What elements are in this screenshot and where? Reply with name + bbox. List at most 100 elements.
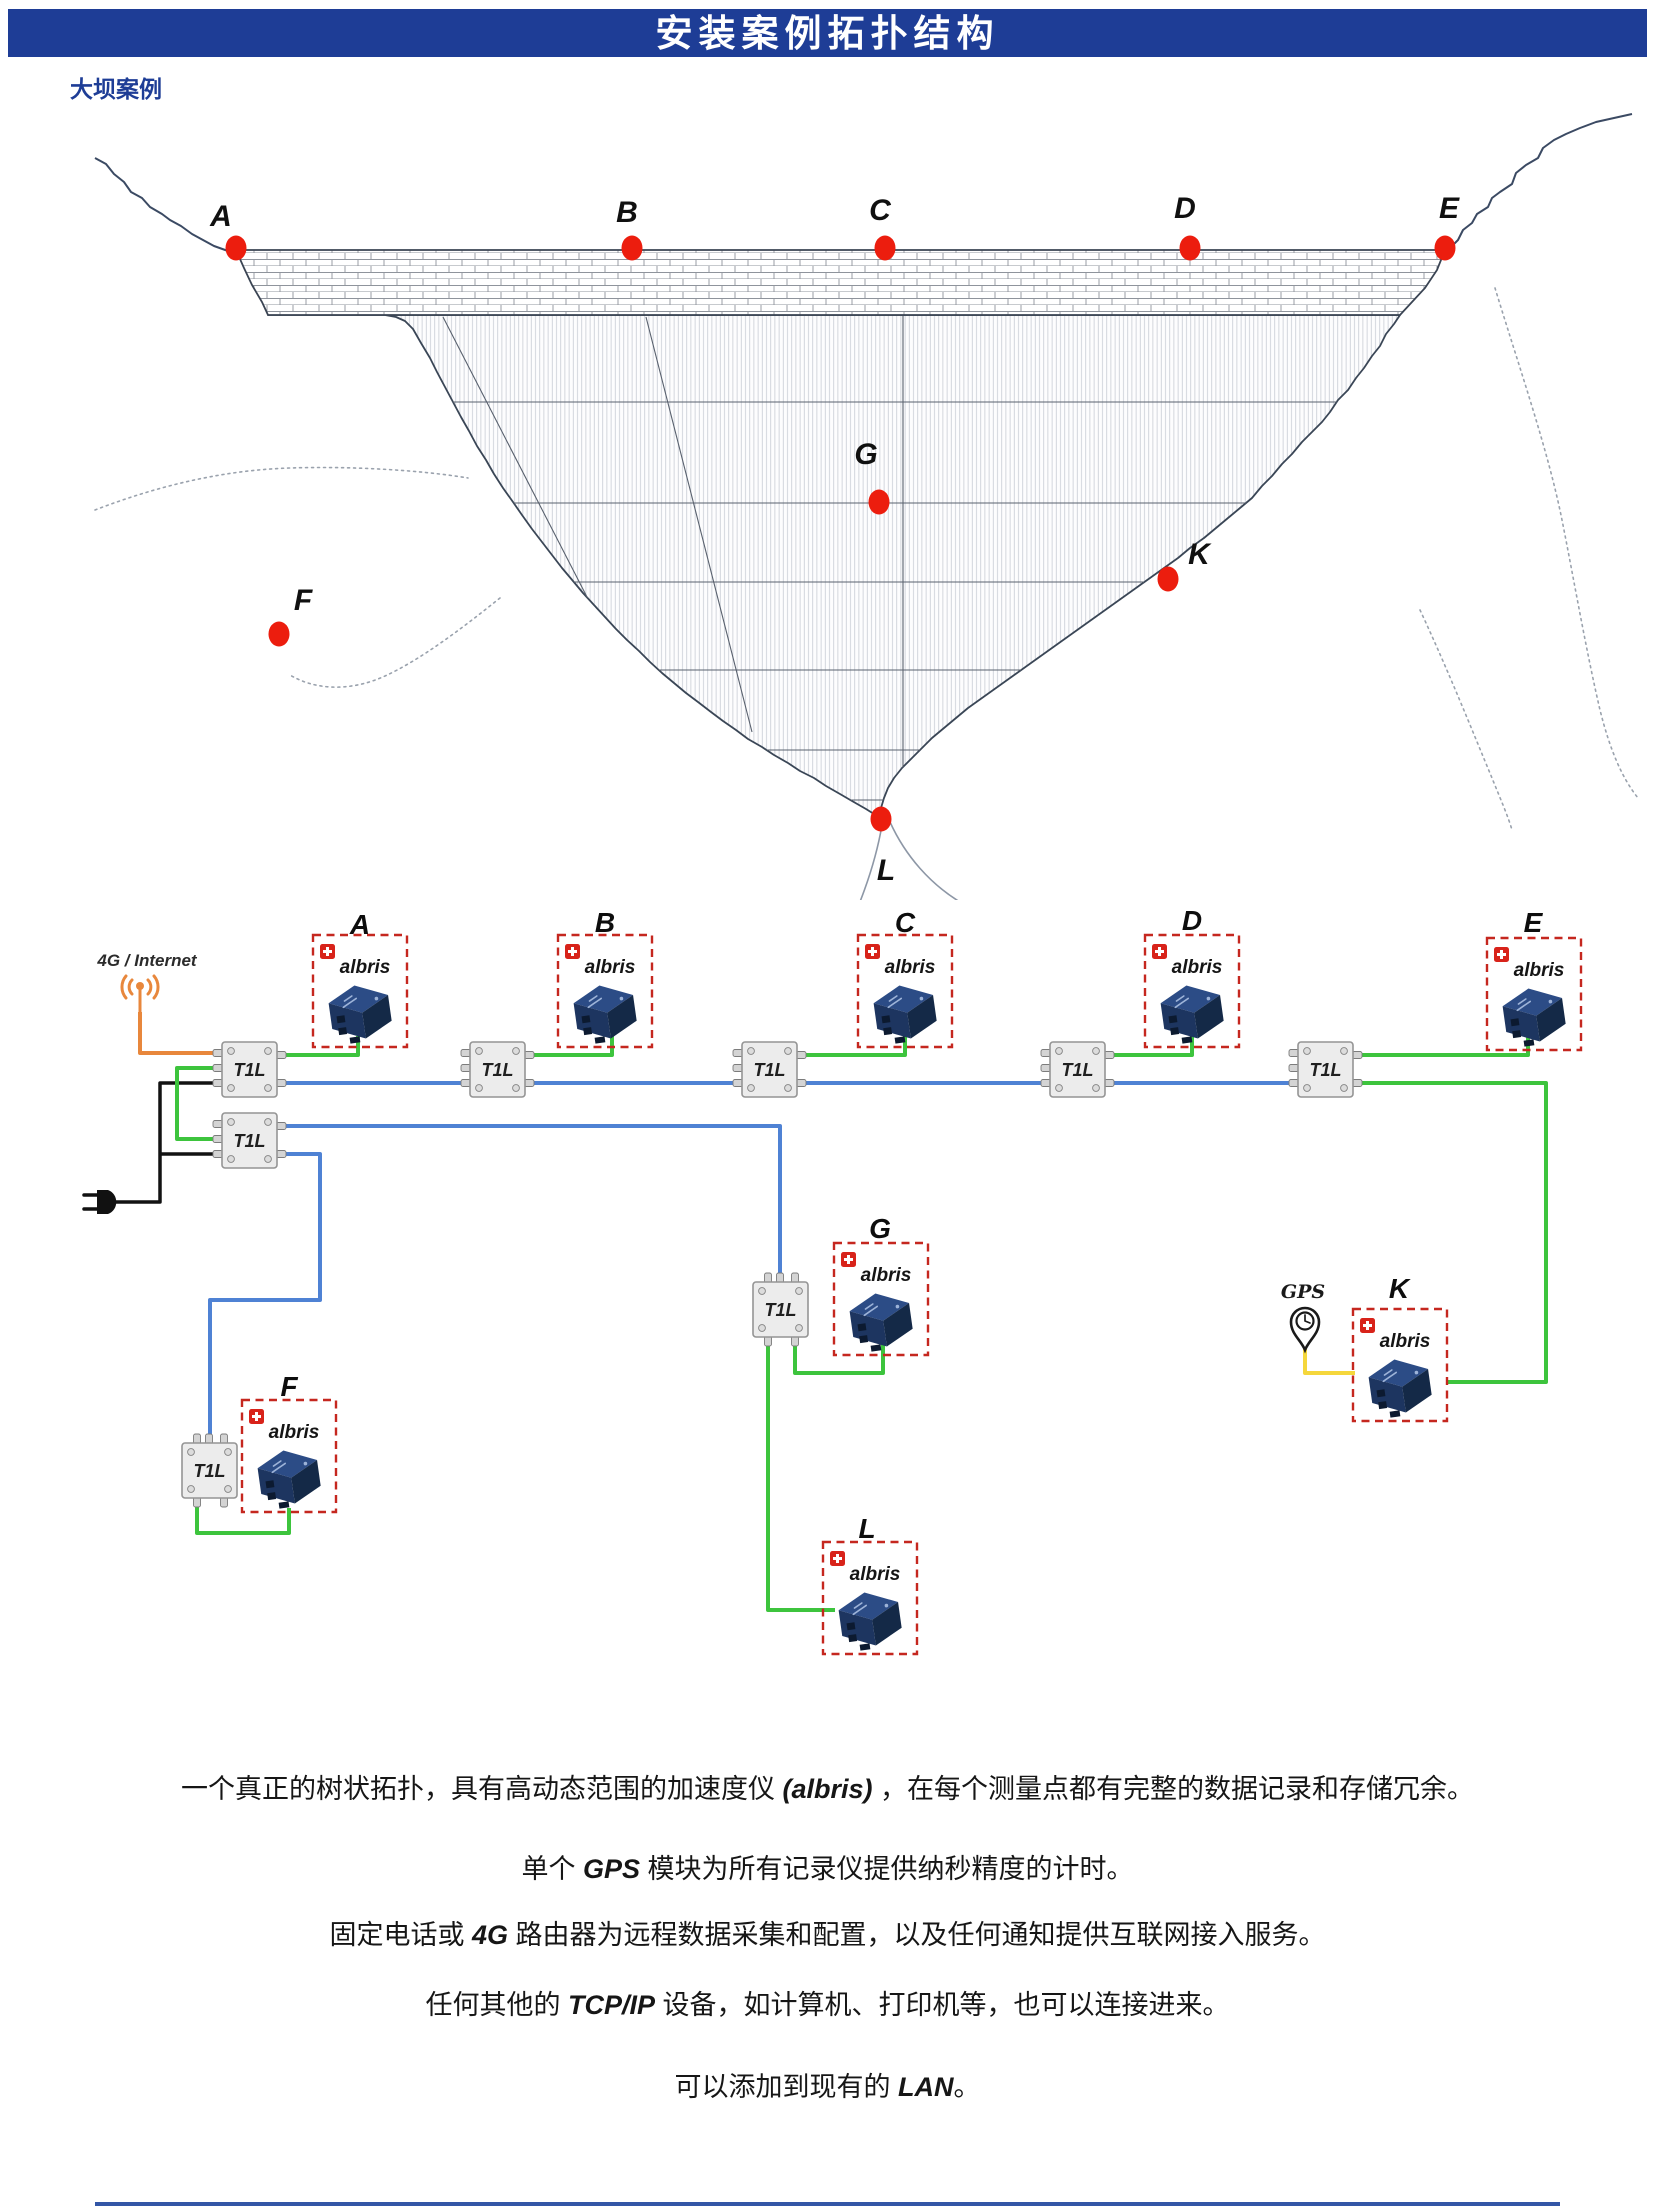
point-dot-K [1157,566,1179,592]
caption-emphasis: 4G [471,1920,509,1950]
section-subtitle: 大坝案例 [70,76,162,102]
wire-sensor-g [793,1336,885,1375]
svg-text:albris: albris [850,1564,901,1585]
wire-sensor-k [1353,1081,1548,1384]
albris-node-f: albris [242,1400,336,1512]
point-label-D: D [1174,192,1196,225]
terrain-lines [94,113,1639,900]
node-letter-a: A [349,909,370,940]
svg-text:albris: albris [340,957,391,978]
wire-branch-g [277,1124,782,1277]
t1l-switch-e: T1L [1288,1041,1363,1098]
dam-measurement-points: A B C D E F G K L [209,192,1460,887]
wiring [104,1012,1548,1612]
t1l-switch-secondary: T1L [212,1112,287,1169]
wire-switch-loop [175,1066,226,1141]
caption-line-4: 任何其他的 TCP/IP 设备，如计算机、打印机等，也可以连接进来。 [0,1987,1655,2023]
node-letter-c: C [895,907,916,938]
svg-text:albris: albris [861,1265,912,1286]
svg-text:T1L: T1L [1309,1060,1341,1080]
point-label-G: G [854,438,877,471]
point-dot-B [621,235,643,261]
albris-node-g: albris [834,1243,928,1355]
point-label-F: F [294,584,313,617]
wire-sensor-l [766,1336,835,1612]
caption-text: 模块为所有记录仪提供纳秒精度的计时。 [640,1854,1134,1884]
svg-text:T1L: T1L [193,1461,225,1481]
point-label-K: K [1188,538,1212,571]
title-bar: 安装案例拓扑结构 [8,9,1647,57]
caption-text: 单个 [521,1854,583,1884]
node-letter-l: L [858,1513,875,1544]
albris-node-d: albris [1145,935,1239,1047]
t1l-switch-b: T1L [460,1041,535,1098]
albris-node-c: albris [858,935,952,1047]
point-dot-G [868,489,890,515]
wire-sensor-d [1105,1036,1194,1057]
node-letter-b: B [595,907,615,938]
svg-text:T1L: T1L [764,1300,796,1320]
dam-crest [234,249,1447,316]
t1l-switch-c: T1L [732,1041,807,1098]
point-dot-D [1179,235,1201,261]
svg-text:T1L: T1L [753,1060,785,1080]
svg-text:T1L: T1L [233,1060,265,1080]
wire-branch-f [208,1152,322,1438]
svg-text:T1L: T1L [481,1060,513,1080]
svg-text:albris: albris [585,957,636,978]
point-dot-L [870,806,892,832]
network-topology: 4G / Internet GPS T1L T1L T1L T1L [82,905,1655,1720]
point-dot-A [225,235,247,261]
albris-node-b: albris [558,935,652,1047]
caption-text: 固定电话或 [329,1920,472,1950]
wire-power [104,1081,226,1204]
caption-text: 一个真正的树状拓扑，具有高动态范围的加速度仪 [180,1774,783,1804]
svg-text:albris: albris [1172,957,1223,978]
svg-text:T1L: T1L [233,1131,265,1151]
albris-node-e: albris [1487,938,1581,1050]
wire-gps [1303,1348,1355,1375]
gps-label: GPS [1281,1281,1325,1303]
caption-text: ，在每个测量点都有完整的数据记录和存储冗余。 [872,1774,1475,1804]
wire-internet [138,1012,226,1055]
caption-line-5: 可以添加到现有的 LAN。 [0,2069,1655,2105]
dam-cross-section: A B C D E F G K L [94,113,1639,900]
dam-internal-joints [268,315,1400,818]
t1l-switch-f: T1L [181,1433,238,1508]
caption-text: 任何其他的 [425,1990,568,2020]
svg-text:albris: albris [1514,960,1565,981]
t1l-switch-d: T1L [1040,1041,1115,1098]
svg-text:albris: albris [885,957,936,978]
caption-emphasis: LAN [898,2072,954,2102]
point-label-E: E [1439,192,1460,225]
internet-label: 4G / Internet [96,951,198,970]
caption-text: 设备，如计算机、打印机等，也可以连接进来。 [655,1990,1230,2020]
wire-sensor-b [525,1036,614,1057]
caption-emphasis: TCP/IP [567,1990,655,2020]
point-dot-C [874,235,896,261]
caption-text: 。 [953,2072,981,2102]
node-letter-k: K [1389,1273,1411,1304]
footer-rule [95,2202,1560,2206]
node-letter-e: E [1524,907,1544,938]
caption-text: 路由器为远程数据采集和配置，以及任何通知提供互联网接入服务。 [508,1920,1326,1950]
albris-node-a: albris [313,935,407,1047]
t1l-switch-g: T1L [752,1272,809,1347]
t1l-switch-main: T1L [212,1041,287,1098]
caption-emphasis: GPS [582,1854,641,1884]
node-letter-f: F [280,1371,298,1402]
node-letter-d: D [1182,905,1202,936]
caption-text: 可以添加到现有的 [674,2072,898,2102]
albris-node-l: albris [823,1542,917,1654]
point-label-B: B [616,196,638,229]
gps-icon [1289,1306,1321,1354]
dam-body [267,314,1401,819]
wire-sensor-f [195,1498,291,1535]
svg-text:T1L: T1L [1061,1060,1093,1080]
svg-text:albris: albris [269,1422,320,1443]
point-dot-F [268,621,290,647]
node-letter-g: G [869,1213,891,1244]
wire-sensor-a [277,1036,360,1057]
point-label-L: L [877,854,895,887]
